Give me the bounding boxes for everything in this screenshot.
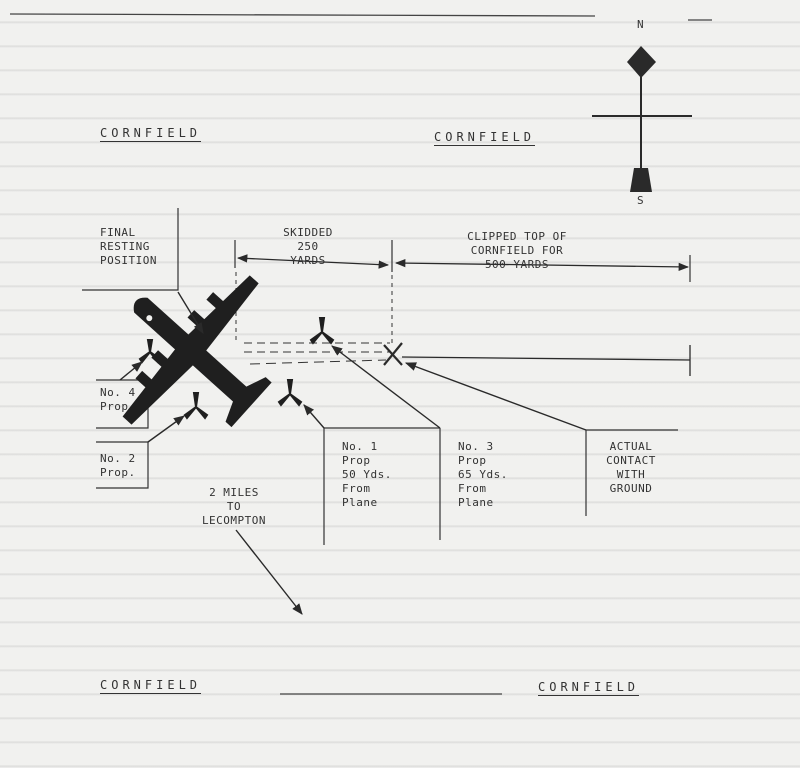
no2-prop-label: No. 2 Prop. bbox=[100, 452, 136, 479]
clipped-top-label: CLIPPED TOP OF CORNFIELD FOR 500 YARDS bbox=[467, 230, 567, 271]
no1-arrow bbox=[303, 404, 325, 429]
lecompton-label: 2 MILES TO LECOMPTON bbox=[201, 486, 267, 527]
cornfield-bottom-right: CORNFIELD bbox=[538, 680, 640, 696]
contact-point-icon bbox=[383, 342, 403, 366]
south-tail-icon bbox=[630, 168, 652, 192]
no3-propeller-icon bbox=[277, 379, 303, 407]
no4-prop-label: No. 4 Prop bbox=[100, 386, 136, 413]
compass-north-label: N bbox=[637, 18, 645, 31]
no3-arrow bbox=[331, 345, 441, 429]
skid-dimension-arrow bbox=[236, 254, 390, 269]
no2-bracket bbox=[96, 441, 149, 489]
clip-dimension-arrow bbox=[394, 258, 690, 272]
compass bbox=[592, 46, 692, 192]
no1-prop-label: No. 1 Prop 50 Yds. From Plane bbox=[342, 440, 392, 509]
no2-propeller-icon bbox=[183, 392, 209, 420]
final-resting-position-label: FINAL RESTING POSITION bbox=[100, 226, 157, 267]
skid-track-3 bbox=[249, 359, 387, 365]
north-arrow-icon bbox=[627, 46, 656, 78]
no2-arrow bbox=[147, 415, 185, 443]
actual-contact-label: ACTUAL CONTACT WITH GROUND bbox=[606, 440, 656, 495]
no1-propeller-icon bbox=[309, 317, 335, 345]
cornfield-bottom-left: CORNFIELD bbox=[100, 678, 202, 694]
compass-south-label: S bbox=[637, 194, 645, 207]
cornfield-top-left: CORNFIELD bbox=[100, 126, 202, 142]
final-position-arrow bbox=[177, 291, 204, 334]
contact-arrow bbox=[404, 362, 587, 431]
cornfield-top-right: CORNFIELD bbox=[434, 130, 536, 146]
no3-prop-label: No. 3 Prop 65 Yds. From Plane bbox=[458, 440, 508, 509]
final-position-bracket bbox=[82, 208, 179, 291]
clipped-corn-line bbox=[401, 356, 691, 361]
skidded-label: SKIDDED 250 YARDS bbox=[283, 226, 333, 267]
lecompton-arrow bbox=[235, 529, 303, 615]
top-rule bbox=[9, 13, 596, 17]
no4-propeller-icon bbox=[138, 339, 162, 364]
no4-arrow bbox=[119, 361, 143, 381]
